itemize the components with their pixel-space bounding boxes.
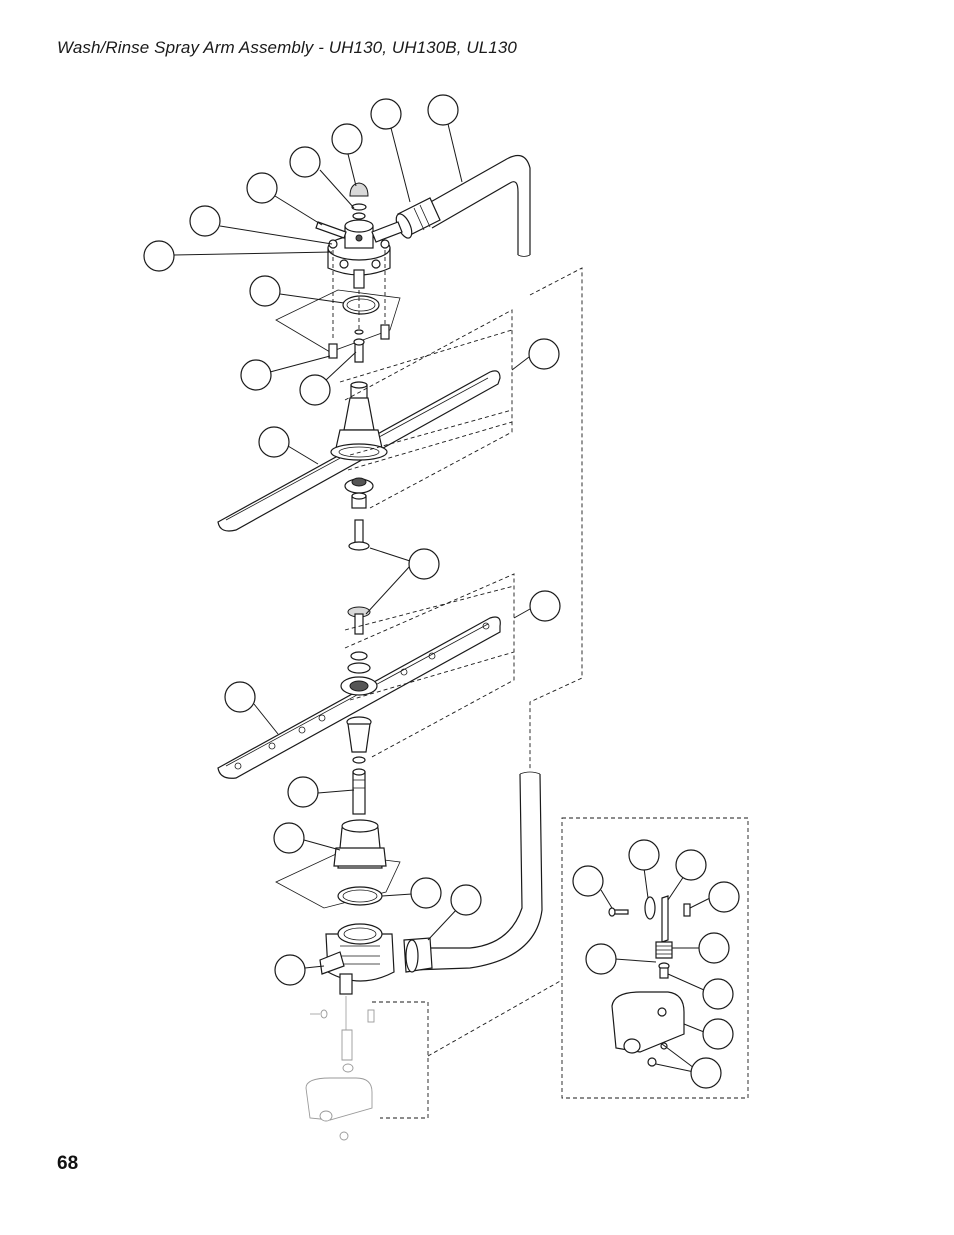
callout-circle [699,933,729,963]
callout-circle [190,206,220,236]
callout-circle [225,682,255,712]
callout-circle [144,241,174,271]
callout-circle [676,850,706,880]
callout-circle [573,866,603,896]
callout-circle [250,276,280,306]
callout-circle [290,147,320,177]
callout-circle [371,99,401,129]
callout-circle [332,124,362,154]
callout-circle [274,823,304,853]
callout-circle [529,339,559,369]
callout-circle [530,591,560,621]
callout-circle [409,549,439,579]
page-number: 68 [57,1153,78,1175]
callout-circle [451,885,481,915]
callout-circle [247,173,277,203]
upper-supply-hose [393,156,530,257]
upper-manifold-assembly [316,183,402,288]
upper-spray-arm [218,371,500,550]
mounting-gasket [276,290,400,352]
callout-circle [288,777,318,807]
callout-circle [411,878,441,908]
callout-circle [709,882,739,912]
callout-circle [259,427,289,457]
callout-circle [691,1058,721,1088]
lower-spray-arm [218,607,500,778]
lower-supply-tube [353,769,365,814]
callout-circle [629,840,659,870]
callout-circle [428,95,458,125]
part-callouts [144,95,739,1088]
callout-circle [586,944,616,974]
callout-circle [300,375,330,405]
float-switch-reference [306,980,562,1140]
callout-circle [241,360,271,390]
callout-circle [703,979,733,1009]
callout-circle [275,955,305,985]
callout-circle [703,1019,733,1049]
